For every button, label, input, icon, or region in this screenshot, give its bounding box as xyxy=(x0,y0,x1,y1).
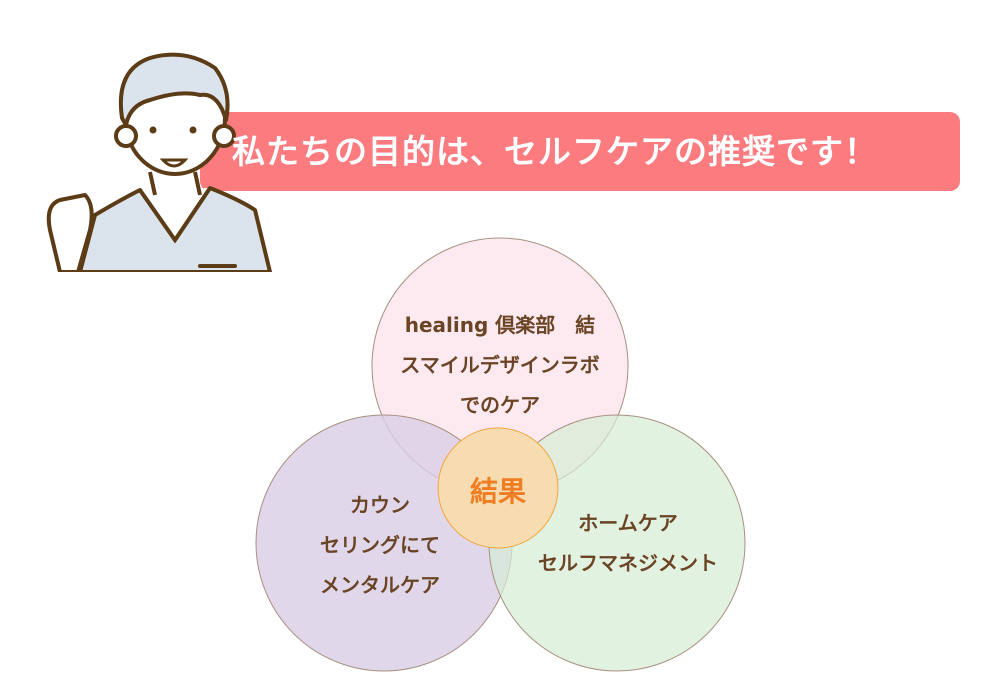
label-line: メンタルケア xyxy=(320,573,440,597)
label-line: スマイルデザインラボ xyxy=(400,353,600,377)
venn-label-left: カウン セリングにて メンタルケア xyxy=(320,485,440,605)
label-line: セルフマネジメント xyxy=(538,551,718,575)
label-line: healing 倶楽部 結 xyxy=(404,313,596,337)
headline-text: 私たちの目的は、セルフケアの推奨です！ xyxy=(232,132,878,171)
headline-banner xyxy=(200,112,960,191)
label-line: ホームケア xyxy=(578,511,678,535)
label-line: カウン xyxy=(350,493,410,517)
venn-label-top: healing 倶楽部 結 スマイルデザインラボ でのケア xyxy=(400,305,599,425)
label-line: でのケア xyxy=(460,393,540,417)
venn-label-right: ホームケア セルフマネジメント xyxy=(538,503,718,583)
venn-label-center: 結果 xyxy=(469,475,527,508)
doctor-illustration xyxy=(46,52,272,272)
label-line: セリングにて xyxy=(320,533,440,557)
venn-circle-center xyxy=(437,427,559,549)
